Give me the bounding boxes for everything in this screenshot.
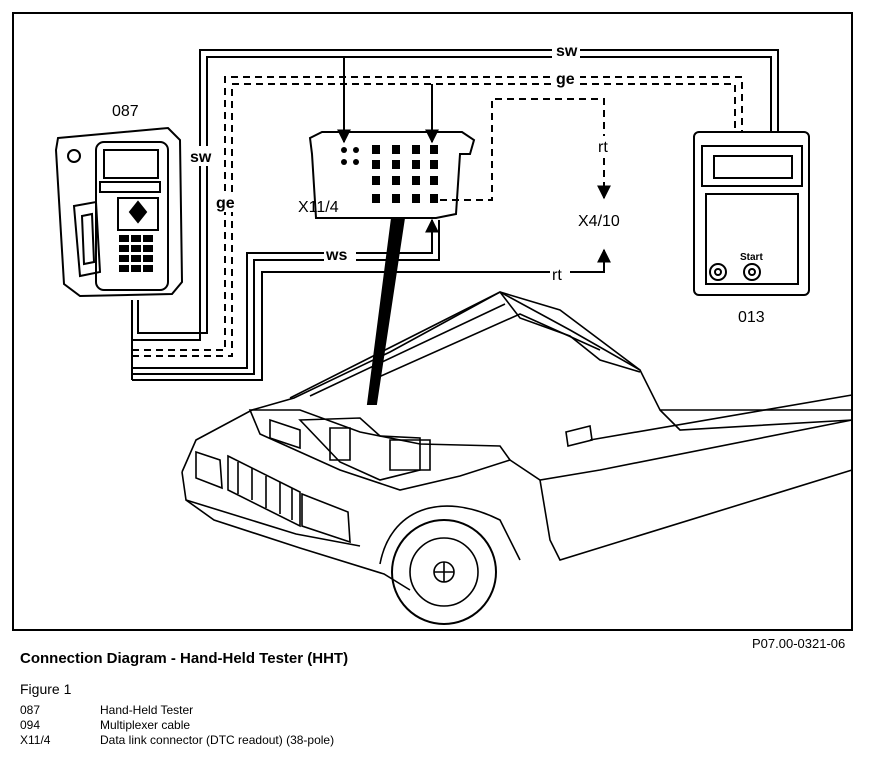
wire-label-rt-right: rt xyxy=(598,139,608,156)
wire-label-sw-top: sw xyxy=(556,43,578,60)
figure-number: Figure 1 xyxy=(20,681,72,697)
legend-code: 094 xyxy=(20,718,41,732)
legend-text: Hand-Held Tester xyxy=(100,703,194,717)
wire-label-ws: ws xyxy=(325,247,347,264)
legend-item: 094 Multiplexer cable xyxy=(20,718,334,733)
socket-label: X4/10 xyxy=(578,213,620,230)
wire-label-rt-bottom: rt xyxy=(552,267,562,284)
data-link-connector-x11-4 xyxy=(308,131,476,219)
legend-item: X11/4 Data link connector (DTC readout) … xyxy=(20,733,334,748)
wire-ws xyxy=(132,218,439,369)
figure-reference: P07.00-0321-06 xyxy=(752,636,846,651)
legend-code: 087 xyxy=(20,703,41,717)
wire-rt-bottom xyxy=(132,248,611,381)
connector-leader xyxy=(366,217,406,405)
wire-ge xyxy=(132,76,743,351)
legend: 087 Hand-Held Tester 094 Multiplexer cab… xyxy=(20,703,334,748)
tester-013 xyxy=(693,131,810,296)
connector-label: X11/4 xyxy=(298,199,339,216)
vehicle-illustration xyxy=(181,291,853,625)
legend-code: X11/4 xyxy=(20,733,51,747)
hht-label: 087 xyxy=(112,103,139,120)
legend-text: Multiplexer cable xyxy=(100,718,191,732)
start-button-label: Start xyxy=(740,252,763,263)
legend-text: Data link connector (DTC readout) (38-po… xyxy=(100,733,335,747)
connection-diagram: 087 013 X11/4 X4/10 sw ge sw ge ws rt rt… xyxy=(12,12,853,631)
diagram-title: Connection Diagram - Hand-Held Tester (H… xyxy=(20,650,349,667)
wire-label-ge-left: ge xyxy=(216,195,235,212)
wire-label-sw-left: sw xyxy=(190,149,212,166)
wiring xyxy=(131,49,779,381)
wire-rt-dashed xyxy=(440,98,611,201)
wire-label-ge-top: ge xyxy=(556,71,575,88)
hand-held-tester-087 xyxy=(54,126,184,298)
diagram-frame xyxy=(12,12,853,631)
legend-item: 087 Hand-Held Tester xyxy=(20,703,334,718)
tester-label: 013 xyxy=(738,309,765,326)
